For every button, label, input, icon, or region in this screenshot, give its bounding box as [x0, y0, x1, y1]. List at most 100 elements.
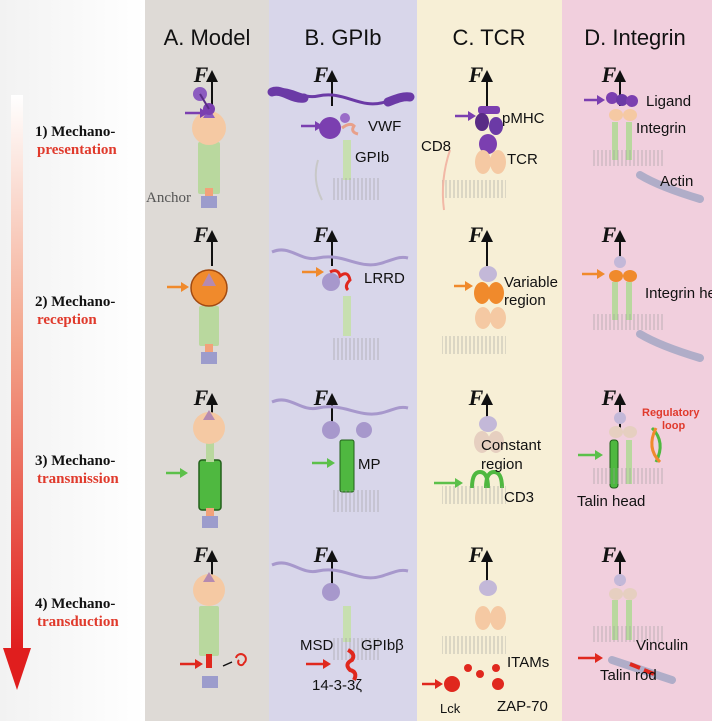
- label-vinculin: Vinculin: [636, 637, 688, 654]
- force-arrow: F: [601, 385, 626, 429]
- stage-4-number: 4) Mechano-: [35, 596, 115, 612]
- label-gpib: GPIb: [355, 149, 389, 166]
- stage-column-bg: [0, 0, 145, 721]
- stage-2-number: 2) Mechano-: [35, 294, 115, 310]
- force-symbol: F: [468, 222, 484, 247]
- gpib-row-4: MSD GPIbβ 14-3-3ζ: [271, 561, 409, 694]
- arrow-reception: [167, 267, 605, 292]
- label-constant-region-2: region: [481, 456, 523, 473]
- force-arrow-head: [326, 550, 338, 562]
- force-arrow-head: [481, 550, 493, 562]
- arrow-presentation: [185, 95, 605, 131]
- force-symbol: F: [468, 385, 484, 410]
- label-regulatory-loop-2: loop: [662, 420, 685, 432]
- force-arrow: F: [193, 385, 218, 429]
- header-gpib: B. GPIb: [304, 25, 381, 50]
- label-ligand: Ligand: [646, 93, 691, 110]
- stage-pointer-arrows: [166, 95, 605, 689]
- force-arrow-head: [614, 230, 626, 242]
- label-actin: Actin: [660, 173, 693, 190]
- label-regulatory-loop-1: Regulatory: [642, 407, 700, 419]
- force-arrow-head: [481, 393, 493, 405]
- gpib-row-2: LRRD: [271, 248, 409, 360]
- label-vwf: VWF: [368, 118, 401, 135]
- tcr-row-4: ITAMs Lck ZAP-70: [440, 580, 549, 716]
- label-integrin-head: Integrin head: [645, 285, 712, 302]
- force-symbol: F: [468, 62, 484, 87]
- integrin-row-3: Regulatory loop Talin head: [577, 407, 700, 510]
- label-cd8: CD8: [421, 138, 451, 155]
- force-arrow-head: [206, 70, 218, 82]
- force-arrow: F: [313, 62, 338, 106]
- tcr-row-2: Variable region: [442, 266, 558, 354]
- force-symbol: F: [601, 385, 617, 410]
- force-arrow-head: [614, 550, 626, 562]
- model-row-1: Anchor: [146, 87, 226, 208]
- model-row-2: [190, 269, 228, 364]
- force-symbol: F: [601, 62, 617, 87]
- stage-3-number: 3) Mechano-: [35, 453, 115, 469]
- force-symbol: F: [313, 62, 329, 87]
- force-arrow-head: [206, 393, 218, 405]
- force-arrow-head: [326, 70, 338, 82]
- label-lck: Lck: [440, 701, 461, 716]
- label-itams: ITAMs: [507, 654, 549, 671]
- tcr-row-3: Constant region CD3: [442, 416, 542, 506]
- force-arrow-head: [614, 393, 626, 405]
- label-talin-head: Talin head: [577, 493, 645, 510]
- force-symbol: F: [193, 62, 209, 87]
- force-arrow: F: [468, 62, 493, 106]
- force-arrow: F: [468, 385, 493, 429]
- stage-1-number: 1) Mechano-: [35, 124, 115, 140]
- force-symbol: F: [313, 385, 329, 410]
- force-arrow: F: [193, 62, 218, 106]
- gpib-row-1: VWF GPIb: [267, 86, 415, 201]
- force-arrow-head: [481, 230, 493, 242]
- force-symbol: F: [193, 542, 209, 567]
- force-arrow-head: [614, 70, 626, 82]
- label-anchor: Anchor: [146, 190, 191, 206]
- label-variable-region-2: region: [504, 292, 546, 309]
- stage-2-name: reception: [37, 312, 97, 328]
- label-msd: MSD: [300, 637, 334, 654]
- force-arrow: F: [468, 222, 493, 266]
- panel-integrin-bg: [562, 0, 712, 721]
- force-arrow-head: [481, 70, 493, 82]
- integrin-row-2: Integrin head: [592, 256, 712, 362]
- stage-labels: 1) Mechano- presentation 2) Mechano- rec…: [35, 124, 119, 630]
- label-14-3-3: 14-3-3ζ: [312, 677, 362, 694]
- arrow-transmission: [166, 450, 603, 488]
- force-symbol: F: [601, 542, 617, 567]
- force-symbol: F: [313, 222, 329, 247]
- force-symbol: F: [193, 222, 209, 247]
- force-symbol: F: [601, 222, 617, 247]
- force-arrow: F: [313, 222, 338, 266]
- arrow-transduction: [180, 653, 603, 689]
- header-model: A. Model: [164, 25, 251, 50]
- force-arrow-head: [326, 393, 338, 405]
- integrin-row-1: Ligand Integrin Actin: [592, 92, 704, 203]
- force-symbol: F: [193, 385, 209, 410]
- force-symbol: F: [313, 542, 329, 567]
- label-cd3: CD3: [504, 489, 534, 506]
- label-integrin: Integrin: [636, 120, 686, 137]
- model-row-3: [193, 410, 225, 528]
- force-arrow: F: [601, 222, 626, 266]
- label-mp: MP: [358, 456, 381, 473]
- force-symbol: F: [468, 542, 484, 567]
- label-talin-rod: Talin rod: [600, 667, 657, 684]
- label-gpib-beta: GPIbβ: [361, 637, 404, 654]
- label-lrrd: LRRD: [364, 270, 405, 287]
- force-arrow: F: [601, 542, 626, 586]
- label-tcr: TCR: [507, 151, 538, 168]
- header-tcr: C. TCR: [453, 25, 526, 50]
- header-integrin: D. Integrin: [584, 25, 686, 50]
- force-arrow: F: [313, 542, 338, 586]
- label-variable-region-1: Variable: [504, 274, 558, 291]
- force-arrow-head: [206, 230, 218, 242]
- panel-tcr-bg: [417, 0, 562, 721]
- stage-1-name: presentation: [37, 142, 117, 158]
- model-row-4: [193, 572, 247, 688]
- stage-progress-arrow: [3, 95, 31, 690]
